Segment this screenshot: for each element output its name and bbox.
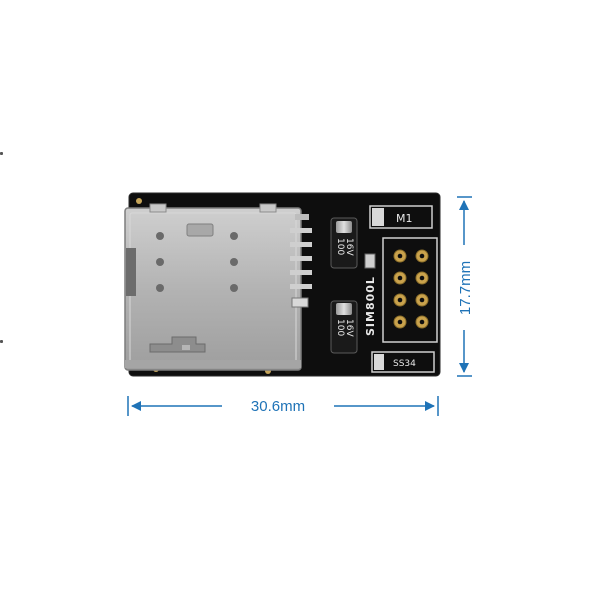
edge-artifact-bottom: [0, 340, 3, 343]
sim-holder-pins: [290, 214, 312, 289]
capacitor-top: 100 16V: [330, 217, 358, 269]
smd-component: [364, 253, 376, 269]
diode-label: SS34: [393, 359, 416, 369]
capacitor-bottom-value: 100: [335, 319, 345, 336]
edge-artifact-top: [0, 152, 3, 155]
height-label: 17.7mm: [457, 261, 474, 315]
diode-ss34: SS34: [371, 351, 435, 373]
sim-contact-dots: [156, 232, 238, 292]
width-dimension: 30.6mm: [127, 396, 439, 416]
smd-resistor: [291, 297, 309, 308]
module-model-label: SIM800L: [364, 276, 377, 336]
height-dimension: 17.7mm: [457, 196, 474, 377]
capacitor-bottom-voltage: 16V: [344, 319, 354, 337]
capacitor-bottom: 100 16V: [330, 300, 358, 354]
sim-card-holder: [124, 203, 302, 371]
capacitor-top-voltage: 16V: [344, 238, 354, 256]
header-pins: [382, 237, 438, 343]
capacitor-top-value: 100: [335, 238, 345, 255]
width-label: 30.6mm: [251, 398, 305, 415]
inductor-m1: M1: [369, 205, 433, 229]
inductor-label: M1: [396, 212, 413, 225]
